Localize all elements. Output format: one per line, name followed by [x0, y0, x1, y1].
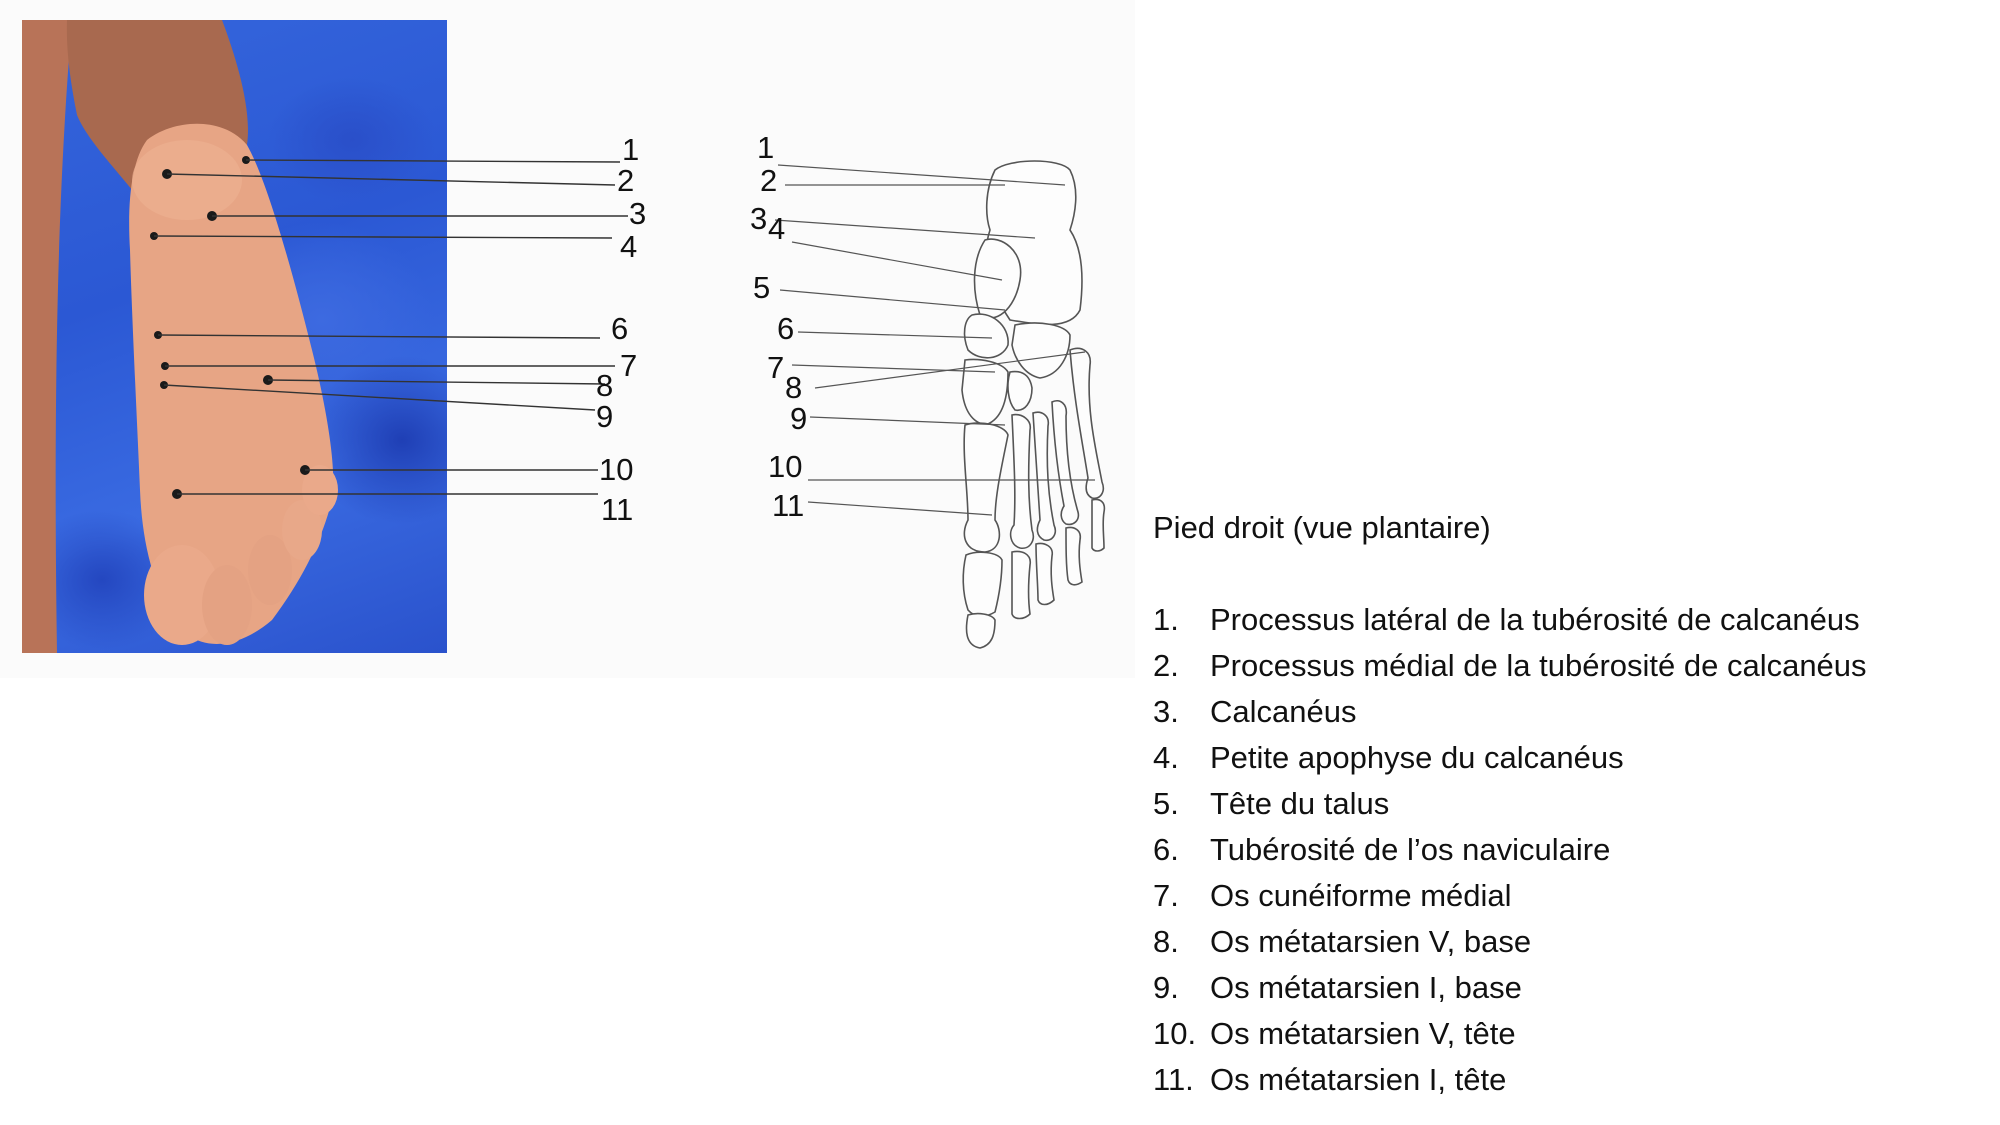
legend-item: 6. Tubérosité de l’os naviculaire — [1153, 832, 1610, 868]
skeleton-label-5: 5 — [753, 270, 771, 305]
legend-text: Os métatarsien V, tête — [1210, 1016, 1516, 1051]
photo-label-3: 3 — [629, 196, 647, 231]
legend-number: 4. — [1153, 740, 1179, 775]
legend-item: 3. Calcanéus — [1153, 694, 1356, 730]
skeleton-label-10: 10 — [768, 449, 803, 484]
legend-item: 7. Os cunéiforme médial — [1153, 878, 1512, 914]
photo-label-1: 1 — [622, 132, 640, 167]
photo-label-2: 2 — [617, 163, 635, 198]
legend-number: 1. — [1153, 602, 1179, 637]
photo-label-9: 9 — [596, 399, 614, 434]
figure-panel: 1 2 3 4 6 7 8 9 10 11 — [0, 0, 1135, 678]
legend-text: Os métatarsien I, tête — [1210, 1062, 1507, 1097]
photo-label-8: 8 — [596, 368, 614, 403]
skeleton-label-9: 9 — [790, 401, 808, 436]
skeleton-label-3: 3 — [750, 201, 768, 236]
legend-number: 3. — [1153, 694, 1179, 729]
legend-number: 11. — [1153, 1062, 1194, 1097]
photo-leader-lines — [153, 159, 628, 495]
photo-label-7: 7 — [620, 348, 638, 383]
legend-text: Calcanéus — [1210, 694, 1357, 729]
legend-text: Processus médial de la tubérosité de cal… — [1210, 648, 1867, 683]
legend-number: 2. — [1153, 648, 1179, 683]
skeleton-label-4: 4 — [768, 211, 786, 246]
legend-item: 9. Os métatarsien I, base — [1153, 970, 1522, 1006]
legend-item: 8. Os métatarsien V, base — [1153, 924, 1531, 960]
legend-item: 5. Tête du talus — [1153, 786, 1389, 822]
legend-text: Os cunéiforme médial — [1210, 878, 1512, 913]
legend-item: 11. Os métatarsien I, tête — [1153, 1062, 1506, 1098]
legend-number: 8. — [1153, 924, 1179, 959]
legend-text: Os métatarsien V, base — [1210, 924, 1532, 959]
photo-label-11: 11 — [601, 492, 634, 527]
legend-item: 1. Processus latéral de la tubérosité de … — [1153, 602, 1860, 638]
legend-number: 10. — [1153, 1016, 1197, 1051]
legend-number: 7. — [1153, 878, 1179, 913]
legend-number: 6. — [1153, 832, 1179, 867]
foot-skeleton-drawing — [774, 160, 1106, 649]
legend-item: 4. Petite apophyse du calcanéus — [1153, 740, 1624, 776]
skeleton-label-6: 6 — [777, 311, 795, 346]
skeleton-label-8: 8 — [785, 370, 803, 405]
legend-text: Petite apophyse du calcanéus — [1210, 740, 1624, 775]
legend-title: Pied droit (vue plantaire) — [1153, 510, 1491, 545]
photo-label-6: 6 — [611, 311, 629, 346]
photo-label-4: 4 — [620, 229, 638, 264]
legend-text: Os métatarsien I, base — [1210, 970, 1522, 1005]
legend-item: 10. Os métatarsien V, tête — [1153, 1016, 1516, 1052]
photo-label-10: 10 — [599, 452, 634, 487]
skeleton-label-7: 7 — [767, 350, 785, 385]
legend-number: 9. — [1153, 970, 1179, 1005]
skeleton-label-2: 2 — [760, 163, 778, 198]
skeleton-label-1: 1 — [757, 130, 775, 165]
skeleton-label-11: 11 — [772, 488, 805, 523]
legend-text: Tubérosité de l’os naviculaire — [1210, 832, 1611, 867]
foot-illustration — [22, 20, 338, 653]
legend-number: 5. — [1153, 786, 1179, 821]
legend-text: Tête du talus — [1210, 786, 1390, 821]
legend-text: Processus latéral de la tubérosité de ca… — [1210, 602, 1860, 637]
legend-item: 2. Processus médial de la tubérosité de c… — [1153, 648, 1867, 684]
